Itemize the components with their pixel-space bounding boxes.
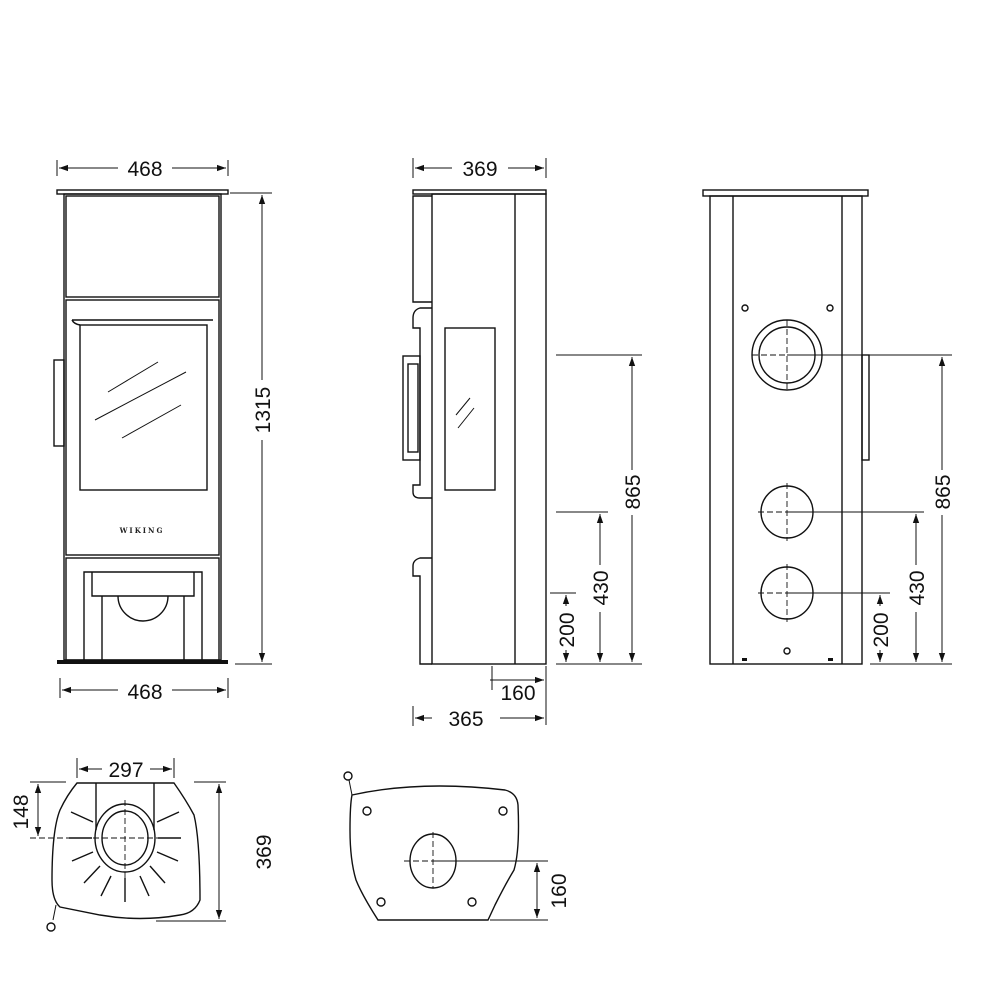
front-width-bottom: 468	[127, 681, 162, 704]
front-height: 1315	[252, 387, 275, 434]
top-plan-depth: 369	[253, 834, 276, 869]
top-plan-view: 297 148 369	[10, 758, 276, 932]
rear-outlet-upper-dim: 430	[906, 570, 929, 605]
top-plan-flue-offset: 148	[10, 794, 33, 829]
rear-flue-height: 865	[932, 474, 955, 509]
side-depth-bottom: 365	[448, 708, 483, 731]
rear-view: 865 430 200	[702, 189, 955, 665]
glass-window	[444, 327, 496, 491]
side-view: 369 865 430 200 160 365	[402, 158, 645, 731]
door-handle	[53, 359, 65, 447]
side-depth-top: 369	[462, 158, 497, 181]
front-view: WIKING 468 1315 468	[53, 158, 275, 704]
vent-slots	[69, 811, 181, 902]
door-handle	[402, 355, 421, 461]
side-outlet-lower: 200	[556, 612, 579, 647]
rear-outlet-lower-dim: 200	[870, 612, 893, 647]
base-plan-view: 160	[343, 771, 571, 921]
brand-logo: WIKING	[119, 526, 165, 535]
side-base-offset: 160	[500, 682, 535, 705]
top-plan-width: 297	[108, 759, 143, 782]
side-outlet-upper: 430	[590, 570, 613, 605]
base-plan-flue-offset: 160	[548, 873, 571, 908]
side-flue-height: 865	[622, 474, 645, 509]
front-width-top: 468	[127, 158, 162, 181]
glass-window	[79, 324, 208, 491]
